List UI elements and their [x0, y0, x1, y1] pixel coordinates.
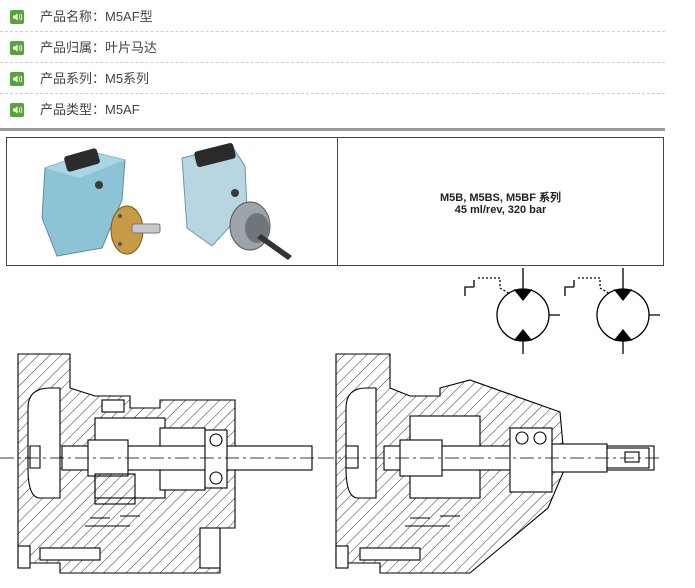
spec-row-name: 产品名称：M5AF型 — [0, 2, 665, 32]
speaker-icon — [10, 41, 24, 55]
motor-photo-left — [41, 148, 161, 257]
speaker-icon — [10, 72, 24, 86]
speaker-icon — [10, 10, 24, 24]
spec-row-series: 产品系列：M5系列 — [0, 64, 665, 94]
series-cell: M5B, M5BS, M5BF 系列 45 ml/rev, 320 bar — [338, 138, 663, 265]
series-specs: 45 ml/rev, 320 bar — [454, 204, 547, 216]
motor-photo-right — [181, 143, 292, 260]
cross-section-right — [320, 353, 660, 574]
motor-symbol-left — [464, 268, 560, 354]
spec-text: 产品系列：M5系列 — [40, 71, 150, 86]
section-rule — [0, 128, 665, 131]
motor-symbol-right — [564, 268, 660, 354]
spec-text: 产品名称：M5AF型 — [40, 9, 153, 24]
speaker-icon — [10, 103, 24, 117]
series-names: M5B, M5BS, M5BF 系列 — [439, 192, 561, 204]
hydraulic-motor-symbols — [464, 268, 660, 354]
spec-row-type: 产品类型：M5AF — [0, 95, 665, 125]
table-divider — [337, 138, 338, 265]
motor-photo — [41, 143, 292, 260]
spec-row-category: 产品归属：叶片马达 — [0, 33, 665, 63]
divider — [0, 93, 665, 94]
product-table: M5B, M5BS, M5BF 系列 45 ml/rev, 320 bar — [6, 137, 664, 266]
spec-text: 产品归属：叶片马达 — [40, 40, 158, 55]
cross-section-drawings — [0, 353, 660, 574]
spec-text: 产品类型：M5AF — [40, 102, 140, 117]
divider — [0, 31, 665, 32]
cross-section-left — [0, 353, 320, 574]
divider — [0, 62, 665, 63]
